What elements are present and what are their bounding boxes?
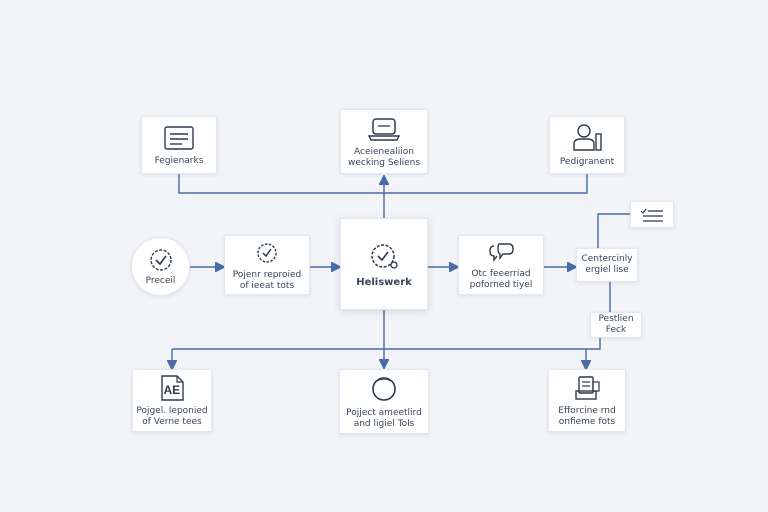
node-side-note: Pestlien Feck <box>590 312 642 338</box>
connector-side-list-to-tag <box>597 213 630 248</box>
node-start-label: Preceil <box>145 275 176 286</box>
user-icon <box>573 124 602 151</box>
node-hub: Heliswerk <box>340 218 428 310</box>
node-bottom-right-label: Efforcine rnd onfieme fots <box>558 406 616 427</box>
node-feedback: Otc feeerriad poforned tiyel <box>458 235 544 295</box>
checklist-icon <box>640 208 663 222</box>
node-start: Preceil <box>131 237 190 296</box>
connector-bottom-bus <box>172 338 601 350</box>
connector-top-left-down <box>178 174 384 194</box>
node-side-list: Centercinly ergiel lise <box>576 248 638 282</box>
node-bottom-left-label: Pojgel. leponied of Verne tees <box>136 406 208 427</box>
gear-check-icon <box>371 244 398 269</box>
node-side-list-label: Centercinly ergiel lise <box>581 254 633 275</box>
node-process: Pojenr reproied of ieeat tots <box>224 235 310 295</box>
form-icon <box>164 126 194 150</box>
node-bottom-right: Efforcine rnd onfieme fots <box>548 369 626 432</box>
gear-check-icon <box>257 242 277 263</box>
printer-icon <box>575 376 600 400</box>
document-badge-text: AE <box>164 383 181 397</box>
node-top-center-label: Aceienealiion wecking Seliens <box>347 147 421 168</box>
node-top-center: Aceienealiion wecking Seliens <box>340 109 428 174</box>
node-bottom-center-label: Pojject ameetlird and ligiel Tols <box>346 408 422 429</box>
node-side-note-label: Pestlien Feck <box>598 314 634 335</box>
laptop-icon <box>367 118 401 141</box>
node-top-left-label: Fegienarks <box>154 156 204 166</box>
node-hub-label: Heliswerk <box>356 277 412 288</box>
node-feedback-label: Otc feeerriad poforned tiyel <box>469 268 533 290</box>
node-list-tag <box>630 201 674 228</box>
node-process-label: Pojenr reproied of ieeat tots <box>232 269 302 291</box>
ring-icon <box>372 377 396 401</box>
node-top-left: Fegienarks <box>141 116 217 174</box>
chat-icon <box>489 242 514 262</box>
node-top-right: Pedigranent <box>549 116 625 174</box>
node-bottom-center: Pojject ameetlird and ligiel Tols <box>339 369 429 434</box>
node-bottom-left: AE Pojgel. leponied of Verne tees <box>132 369 212 432</box>
check-circle-icon <box>149 248 172 271</box>
connector-top-right-down <box>384 174 588 194</box>
node-top-right-label: Pedigranent <box>559 157 615 167</box>
document-ae-icon: AE <box>161 375 184 401</box>
